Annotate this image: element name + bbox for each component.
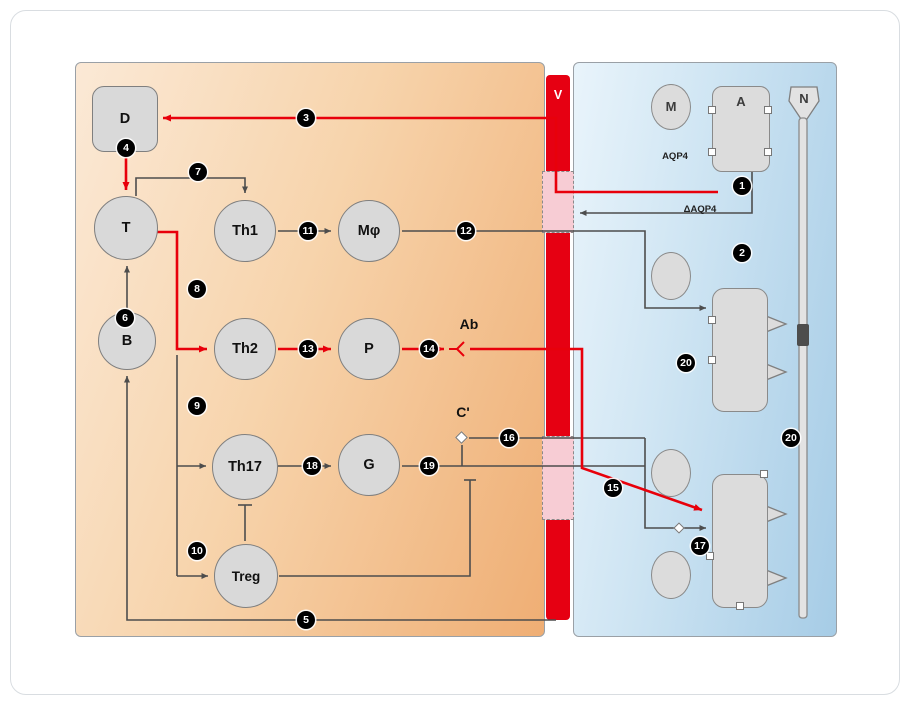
cell-th17: Th17 [212,434,278,500]
step-badge-17: 17 [691,537,709,555]
axon [798,117,808,619]
complement-label: C' [456,404,470,420]
arrow-step-15-ab-to-cns [470,347,703,512]
axon-lesion [797,324,809,346]
step-badge-9: 9 [188,397,206,415]
step-badge-11: 11 [299,222,317,240]
line-treg-inhibits-effector [279,480,471,577]
step-badge-5: 5 [297,611,315,629]
step-badge-1: 1 [733,177,751,195]
arrow-step-12-macrophage-to-cns [402,230,706,311]
cell-astrocyte-attacked-2 [712,474,768,608]
aqp4-channel-icon [708,148,716,156]
step-badge-14: 14 [420,340,438,358]
neuron-label: N [799,91,809,106]
arrow-step-8-t-to-th2 [156,230,207,353]
arrow-step-2-antigen-release [580,172,753,216]
cell-th2: Th2 [214,318,276,380]
aqp4-channel-icon [708,106,716,114]
step-badge-20b: 20 [782,429,800,447]
step-badge-15: 15 [604,479,622,497]
step-badge-19: 19 [420,457,438,475]
bbb-opening-2 [542,436,574,520]
bbb-opening-1 [542,171,574,233]
step-badge-16: 16 [500,429,518,447]
aqp4-channel-icon [706,552,714,560]
cell-plasma: P [338,318,400,380]
microglia-label: M [665,99,677,114]
astrocyte-process-icon [765,569,788,587]
step-badge-7: 7 [189,163,207,181]
cell-microglia-3 [651,449,691,497]
step-badge-13: 13 [299,340,317,358]
step-badge-4: 4 [117,139,135,157]
arrow-step-5-feedback-to-b [124,376,556,621]
step-badge-2: 2 [733,244,751,262]
astrocyte-process-icon [765,315,788,333]
step-badge-18: 18 [303,457,321,475]
step-badge-12: 12 [457,222,475,240]
aqp4-channel-icon [708,316,716,324]
aqp4-channel-icon [708,356,716,364]
step-badge-8: 8 [188,280,206,298]
antibody-label: Ab [459,316,479,332]
cell-astrocyte-attacked-1 [712,288,768,412]
delta-aqp4-label: ΔAQP4 [683,204,717,215]
cell-macrophage: Mφ [338,200,400,262]
cell-microglia-4 [651,551,691,599]
cell-granulocyte: G [338,434,400,496]
astrocyte-label: A [736,94,746,109]
arrow-step-1-3-antigen-to-dendritic [163,114,718,194]
aqp4-channel-icon [760,470,768,478]
arrow-step-7-t-to-th1 [135,177,248,196]
step-badge-10: 10 [188,542,206,560]
astrocyte-process-icon [765,505,788,523]
cell-th1: Th1 [214,200,276,262]
step-badge-3: 3 [297,109,315,127]
cell-t: T [94,196,158,260]
blood-vessel-bar [546,75,570,620]
vessel-label: V [553,88,563,102]
astrocyte-process-icon [765,363,788,381]
aqp4-label: AQP4 [662,151,688,162]
cell-treg: Treg [214,544,278,608]
antibody-icon [449,341,465,357]
aqp4-channel-icon [764,148,772,156]
cell-microglia-1 [651,84,691,130]
cns-panel [573,62,837,637]
step-badge-20a: 20 [677,354,695,372]
cell-microglia-2 [651,252,691,300]
arrow-step-17-into-astrocyte [644,438,706,531]
step-badge-6: 6 [116,309,134,327]
aqp4-channel-icon [764,106,772,114]
cell-astrocyte-healthy [712,86,770,172]
aqp4-channel-icon [736,602,744,610]
